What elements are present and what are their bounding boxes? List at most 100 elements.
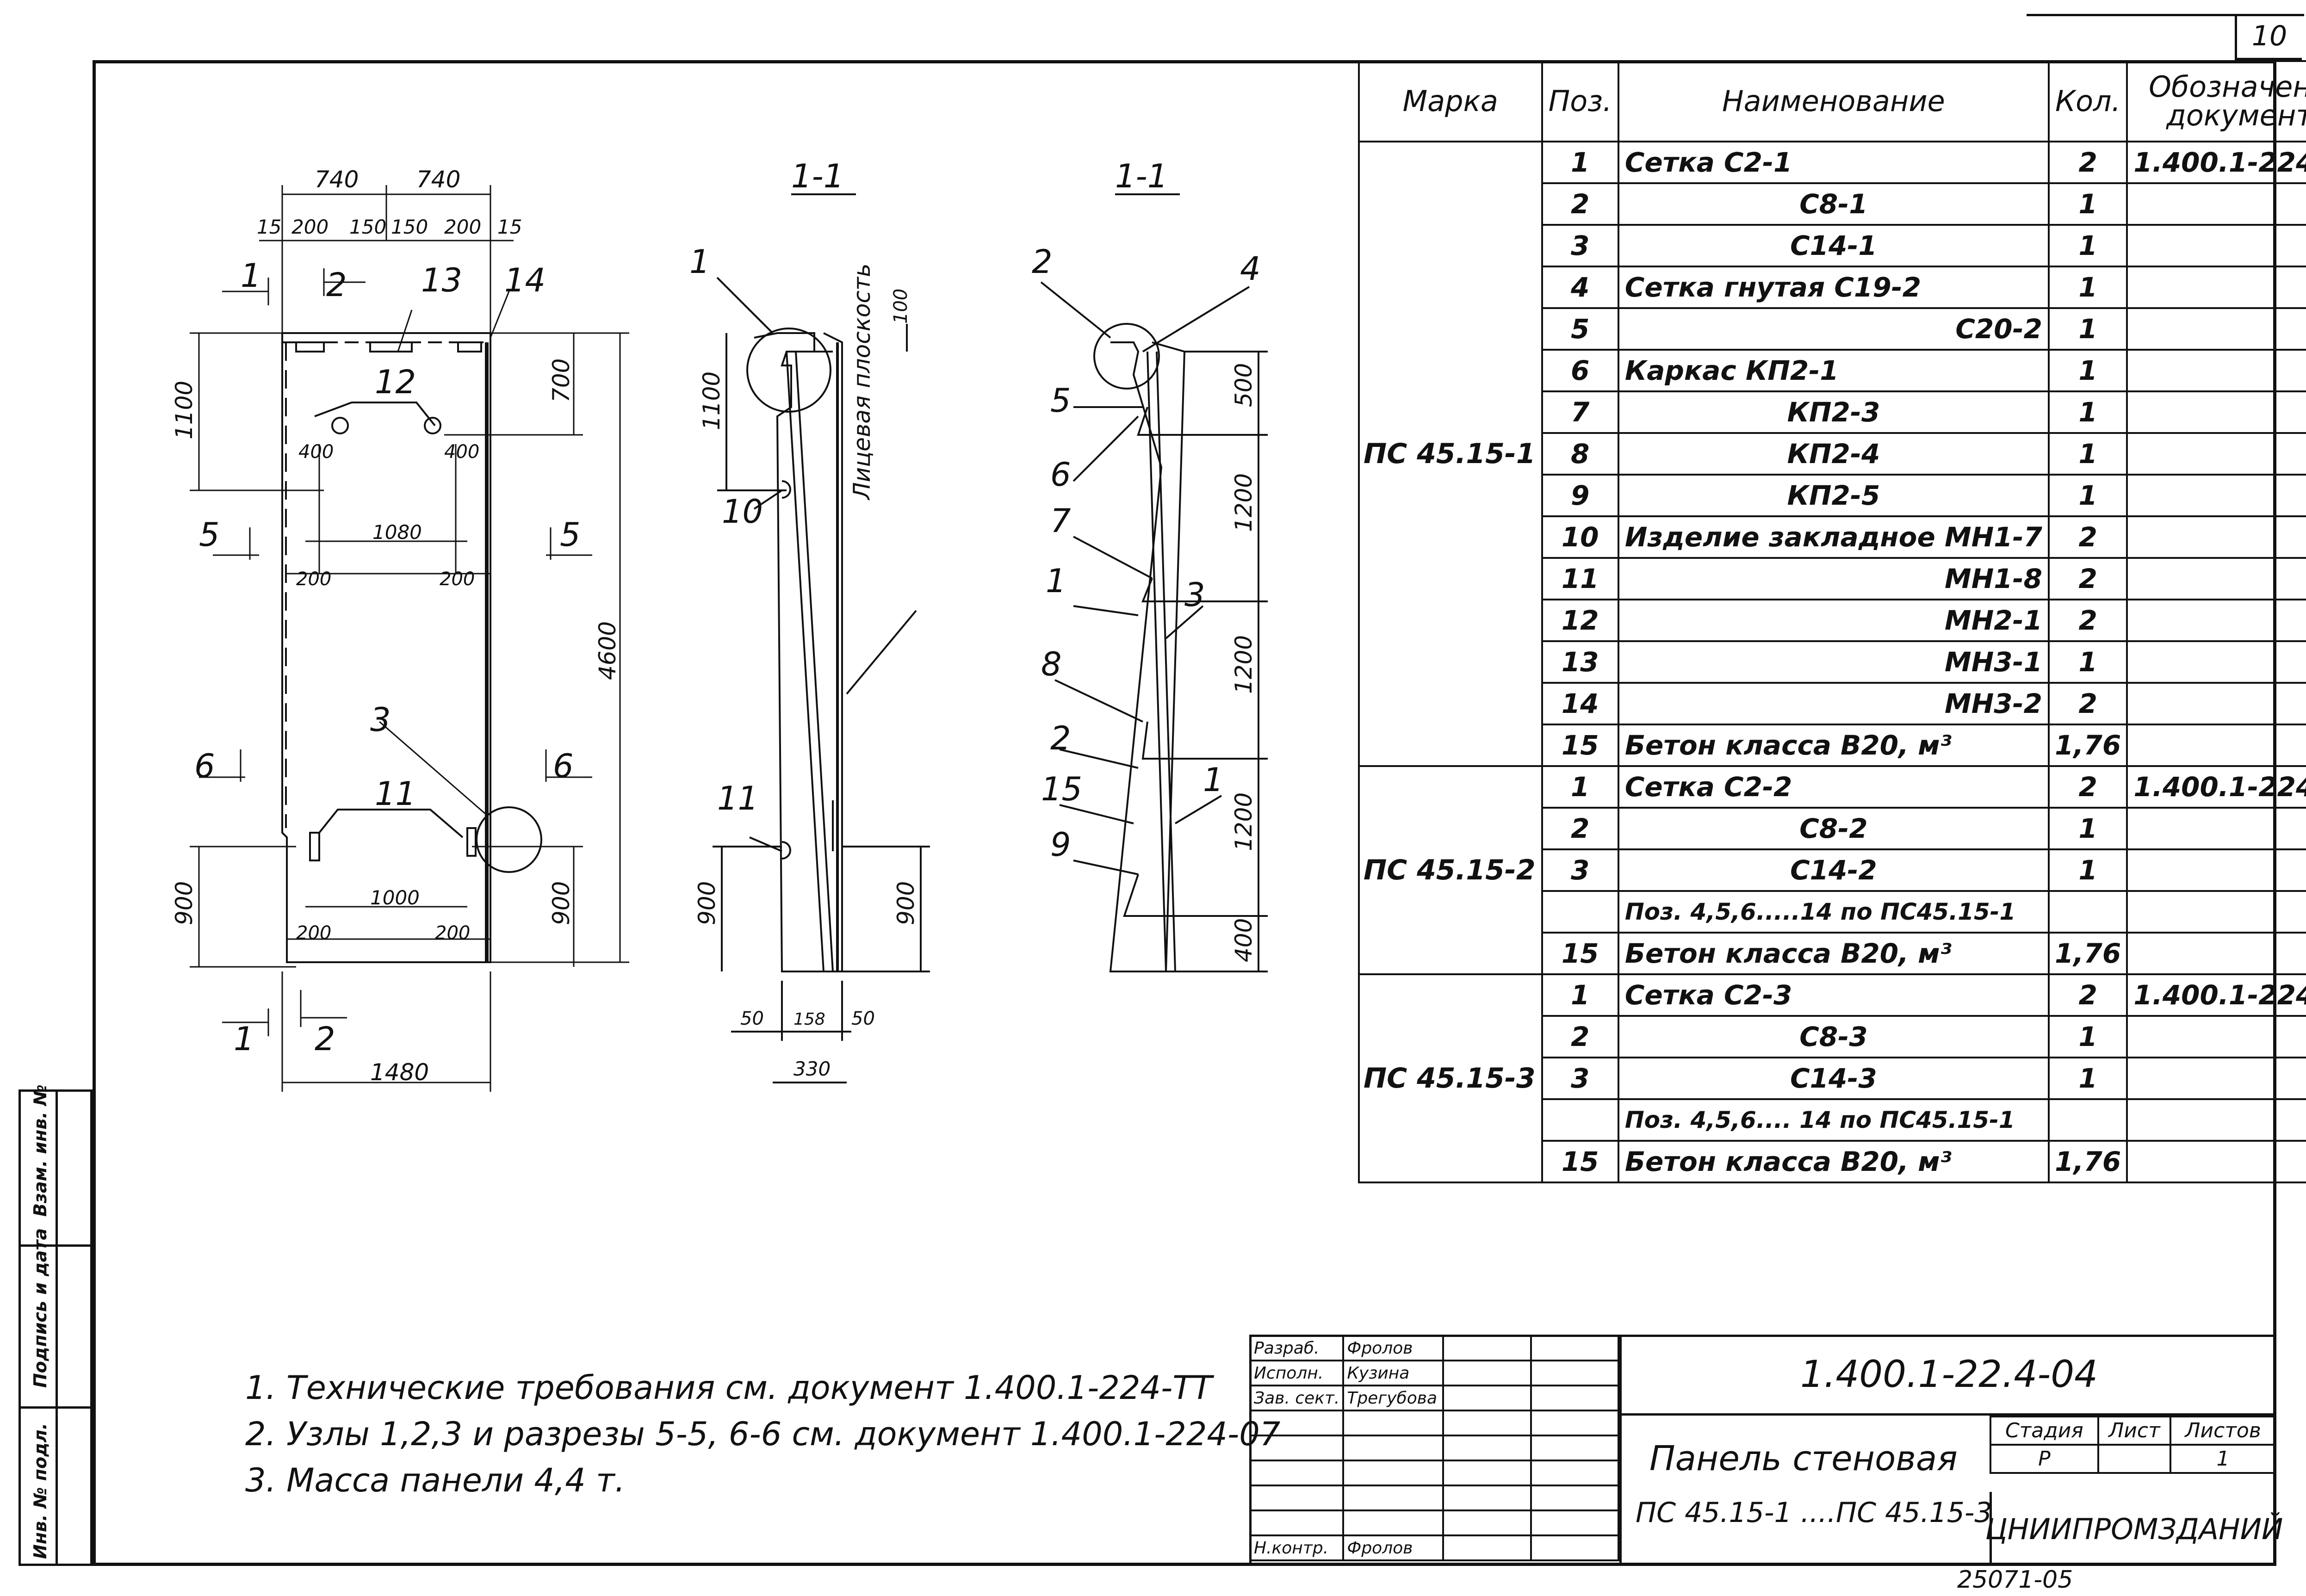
- name-cell: МН3-2: [1617, 682, 2050, 725]
- side-divider-1: [21, 1244, 93, 1247]
- doc-cell: [2126, 932, 2306, 975]
- signature-mark: [1442, 1385, 1532, 1411]
- section-a-title: 1-1: [791, 157, 844, 195]
- callout-14: 14: [504, 261, 546, 299]
- general-notes: 1. Технические требования см. документ 1…: [245, 1365, 1280, 1503]
- qty-cell: 1: [2048, 474, 2128, 517]
- dim-740-right: 740: [416, 166, 460, 193]
- dim-1480: 1480: [370, 1059, 429, 1086]
- qty-cell: 1: [2048, 307, 2128, 351]
- qty-cell: [2048, 1098, 2128, 1142]
- specification-table: Марка Поз. Наименование Кол. Обозначение…: [1358, 60, 2306, 1183]
- qty-cell: 1,76: [2048, 724, 2128, 767]
- header-pos: Поз.: [1541, 60, 1619, 142]
- position-cell: 1: [1541, 973, 1619, 1017]
- signature-mark: [1442, 1509, 1532, 1536]
- signature-mark: [1442, 1460, 1532, 1486]
- name-cell: Каркас КП2-1: [1617, 349, 2050, 392]
- signature-mark: [1442, 1485, 1532, 1511]
- qty-cell: 2: [2048, 599, 2128, 642]
- cut-1-bottom: 1: [234, 1020, 254, 1058]
- sec-a-dim-158: 158: [793, 1010, 825, 1029]
- signature-date: [1530, 1534, 1620, 1561]
- position-cell: 8: [1541, 432, 1619, 476]
- name-cell: С8-2: [1617, 807, 2050, 850]
- title-line-1: Панель стеновая: [1649, 1439, 1958, 1478]
- sec-b-callout-8: 8: [1041, 645, 1062, 683]
- signature-name: [1342, 1509, 1444, 1536]
- position-cell: 15: [1541, 1140, 1619, 1183]
- sec-a-callout-1: 1: [689, 243, 710, 281]
- signature-role: [1249, 1509, 1345, 1536]
- position-cell: 5: [1541, 307, 1619, 351]
- position-cell: 3: [1541, 224, 1619, 267]
- doc-cell: -23: [2126, 640, 2306, 684]
- cut-2-bottom: 2: [315, 1020, 335, 1058]
- panel-mark: ПС 45.15-2: [1358, 765, 1543, 975]
- signature-row: [1249, 1485, 1620, 1511]
- doc-cell: -11: [2126, 182, 2306, 226]
- qty-cell: 1: [2048, 390, 2128, 434]
- side-divider: [56, 1092, 58, 1566]
- doc-cell: -19: [2126, 349, 2306, 392]
- sec-b-callout-2: 2: [1032, 243, 1053, 281]
- position-cell: [1541, 1098, 1619, 1142]
- name-cell: Бетон класса В20, м³: [1617, 932, 2050, 975]
- position-cell: 2: [1541, 1015, 1619, 1058]
- cut-6-left: 6: [194, 747, 215, 785]
- doc-cell: -22: [2126, 599, 2306, 642]
- name-cell: Сетка С2-1: [1617, 141, 2050, 184]
- section-b: [1040, 281, 1268, 972]
- section-b-title: 1-1: [1115, 157, 1168, 195]
- signature-date: [1530, 1485, 1620, 1511]
- sec-a-dim-900-right: 900: [893, 881, 919, 925]
- signature-date: [1530, 1435, 1620, 1461]
- doc-cell: -19: [2126, 432, 2306, 476]
- side-divider-2: [21, 1406, 93, 1409]
- signature-role: [1249, 1435, 1345, 1461]
- table-row: 2С8-31-11: [1359, 1015, 2306, 1058]
- qty-cell: [2048, 890, 2128, 934]
- dim-200-b: 200: [440, 569, 475, 590]
- doc-cell: -19: [2126, 474, 2306, 517]
- signature-role: [1249, 1460, 1345, 1486]
- sec-b-dim-1200-c: 1200: [1230, 792, 1257, 851]
- signature-date: [1530, 1385, 1620, 1411]
- signature-name: [1342, 1485, 1444, 1511]
- qty-cell: 1: [2048, 1057, 2128, 1100]
- signature-mark: [1442, 1410, 1532, 1436]
- panel-elevation: [281, 332, 542, 963]
- cut-5-right: 5: [560, 516, 581, 554]
- name-cell: Сетка С2-2: [1617, 765, 2050, 809]
- name-cell: Бетон класса В20, м³: [1617, 724, 2050, 767]
- dim-150-right: 150: [391, 216, 428, 238]
- signature-date: [1530, 1360, 1620, 1386]
- signature-name: Трегубова: [1342, 1385, 1444, 1411]
- qty-cell: 1: [2048, 182, 2128, 226]
- doc-cell: -14: [2126, 224, 2306, 267]
- position-cell: 11: [1541, 557, 1619, 600]
- sheets-header: Листов: [2170, 1416, 2276, 1446]
- sec-b-callout-2b: 2: [1050, 719, 1071, 757]
- signature-mark: [1442, 1360, 1532, 1386]
- name-cell: Сетка С2-3: [1617, 973, 2050, 1017]
- archive-stamp: 25071-05: [1957, 1566, 2073, 1594]
- top-border-line: [2027, 14, 2304, 16]
- cut-2-top: 2: [326, 266, 347, 304]
- sec-a-dim-50-right: 50: [851, 1008, 875, 1029]
- doc-cell: 1.400.1-224-08: [2126, 141, 2306, 184]
- doc-cell: -19: [2126, 390, 2306, 434]
- spec-header-row: Марка Поз. Наименование Кол. Обозначение…: [1358, 60, 2306, 142]
- signature-name: [1342, 1435, 1444, 1461]
- dim-740-left: 740: [315, 166, 359, 193]
- doc-cell: -11: [2126, 1015, 2306, 1058]
